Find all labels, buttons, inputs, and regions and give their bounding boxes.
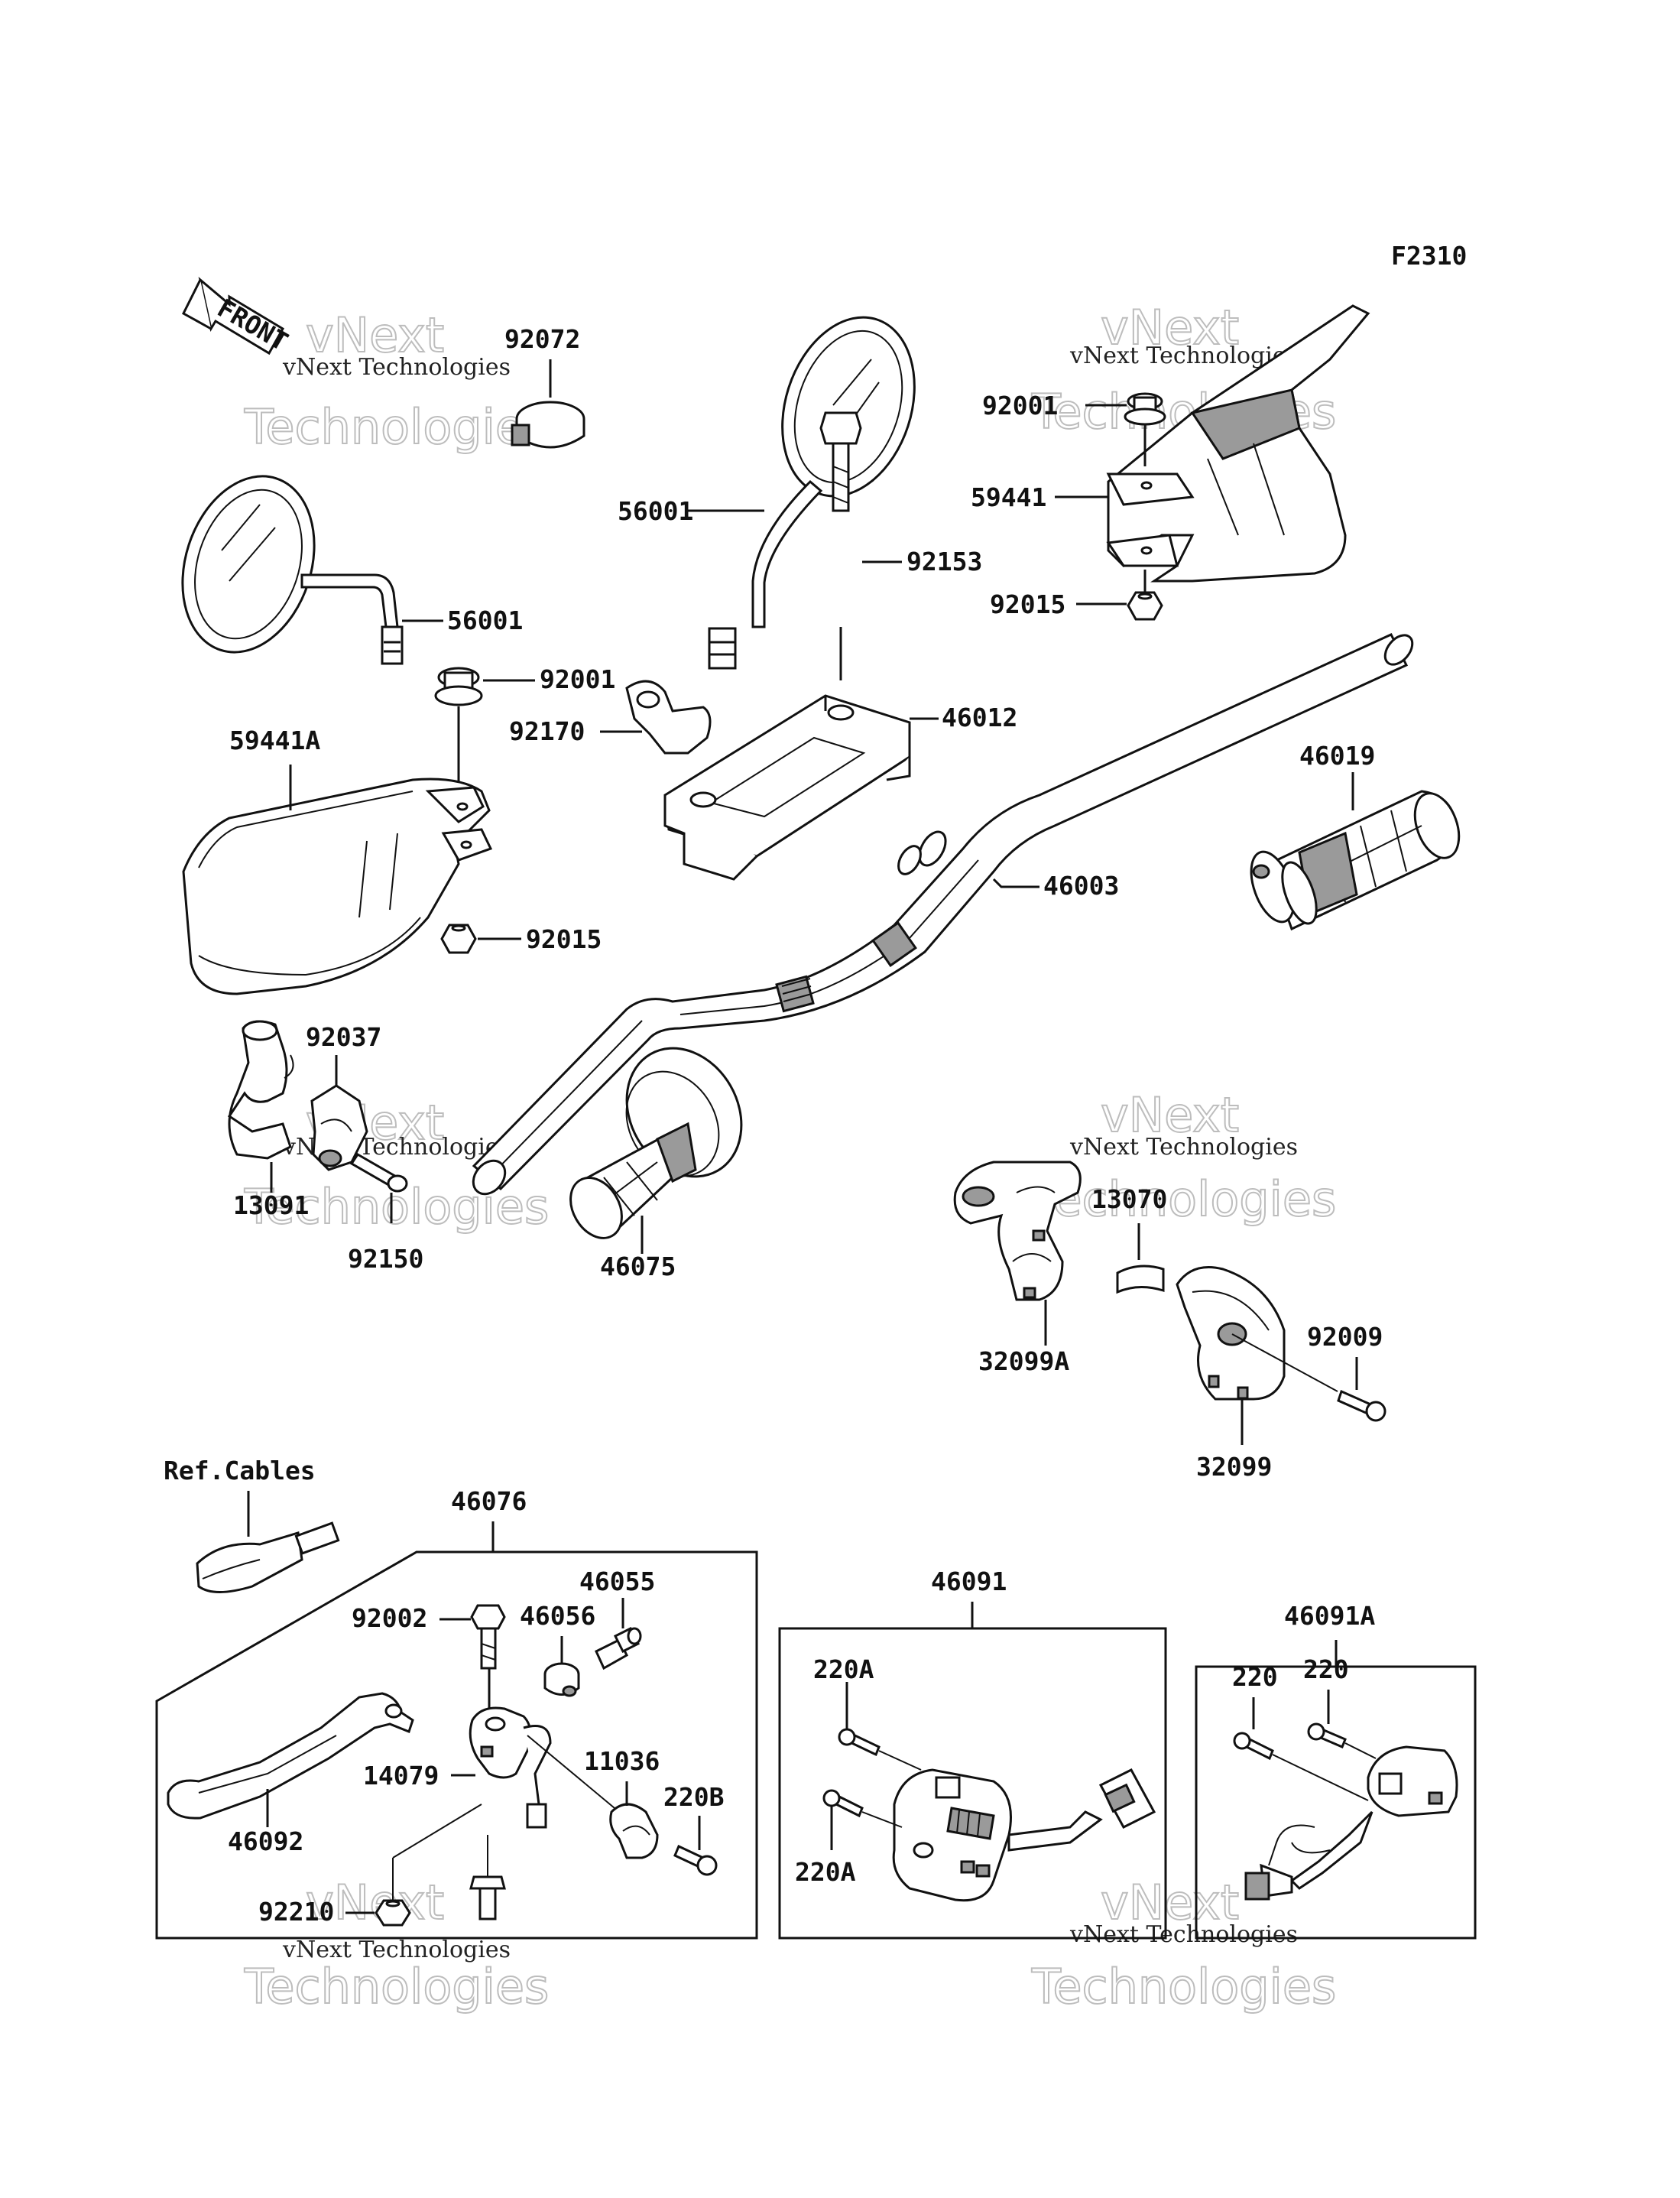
label-46075: 46075 [600,1252,676,1281]
label-92150: 92150 [348,1244,423,1274]
holder-13091: 13091 [227,1020,309,1220]
watermark-vnext: vNext [1101,1875,1239,1930]
watermark-vnext: vNext [1101,1087,1239,1143]
label-92170: 92170 [509,716,585,746]
lever-assembly-box-46076: 46076 [155,1486,758,1940]
bolt-92002: 92002 [352,1603,506,1709]
nut-92210: 92210 [258,1804,506,1927]
label-59441: 59441 [971,482,1046,512]
label-92153: 92153 [906,547,982,576]
front-arrow-icon: FRONT [182,277,294,357]
label-56001-left: 56001 [447,606,523,635]
bolt-92153: 92153 [819,411,982,680]
label-92015-right: 92015 [990,589,1065,619]
label-92072: 92072 [504,324,580,354]
front-arrow-text: FRONT [212,293,294,356]
label-92037: 92037 [306,1022,381,1052]
mirror-left-56001: 56001 [181,475,523,665]
mirror-center-56001: 56001 [618,316,916,670]
label-92015-left: 92015 [526,924,602,954]
label-46076: 46076 [451,1486,527,1516]
adjuster-46055: 46055 [579,1567,655,1670]
label-220A-bottom: 220A [795,1857,856,1887]
label-59441A: 59441A [229,726,320,755]
screw-220A-bottom: 220A [795,1789,903,1887]
watermark-small: vNext Technologies [282,354,511,381]
label-220-left: 220 [1232,1662,1278,1692]
handguard-right-59441: 59441 [971,304,1370,583]
label-46055: 46055 [579,1567,655,1596]
label-46091A: 46091A [1284,1601,1375,1631]
watermark-vnext: vNext [306,307,444,363]
switch-box-46091: 46091 [778,1567,1167,1940]
label-13091: 13091 [233,1190,309,1220]
grip-right-46019: 46019 [1250,741,1461,931]
nut-92015-left: 92015 [440,924,602,954]
watermark-vnext: vNext [306,1875,444,1930]
diagram-code: F2310 [1391,241,1467,271]
adjuster-46056: 46056 [520,1601,595,1697]
insert-13070: 13070 [1091,1184,1167,1294]
bolt-92001-left: 92001 [434,664,615,787]
switch-housing-46091 [892,1768,1156,1902]
grip-left-46075: 46075 [569,1047,743,1281]
label-46012: 46012 [942,703,1017,732]
watermark-vnext: vNext [1101,300,1239,356]
label-56001-center: 56001 [618,496,693,526]
holder-46012: 46012 [663,694,1017,881]
watermark-technologies: Technologies [244,1959,549,2015]
clamp-92072: 92072 [504,324,585,449]
label-92002: 92002 [352,1603,427,1633]
watermark-technologies: Technologies [1031,1171,1336,1227]
label-92001-left: 92001 [540,664,615,694]
label-220A-top: 220A [813,1654,874,1684]
clamp-92170: 92170 [509,680,712,755]
watermark-technologies: Technologies [1031,1959,1336,2015]
screw-220-right: 220 [1303,1654,1377,1759]
housing-32099: 32099 [1176,1266,1286,1482]
label-13070: 13070 [1091,1184,1167,1214]
screw-92009: 92009 [1231,1322,1386,1422]
handlebar-46003: 46003 [472,633,1414,1196]
label-220-right: 220 [1303,1654,1349,1684]
label-ref-cables: Ref.Cables [164,1456,316,1485]
watermark-small: vNext Technologies [282,1937,511,1963]
label-11036: 11036 [584,1746,660,1776]
lever-holder-14079: 14079 [363,1706,552,1829]
label-32099A: 32099A [978,1346,1069,1376]
label-46056: 46056 [520,1601,595,1631]
label-92009: 92009 [1307,1322,1383,1352]
lever-46092: 46092 [167,1692,414,1856]
label-46092: 46092 [228,1826,303,1856]
watermark-small: vNext Technologies [1069,1921,1298,1948]
bolt-92150: 92150 [348,1152,423,1274]
watermark-technologies: Technologies [244,399,549,455]
label-46019: 46019 [1299,741,1375,771]
watermark-small: vNext Technologies [1069,1134,1298,1161]
label-46091: 46091 [931,1567,1007,1596]
screw-220B: 220B [663,1782,724,1876]
screw-220A-top: 220A [813,1654,922,1771]
label-220B: 220B [663,1782,724,1812]
label-14079: 14079 [363,1761,439,1791]
cable-end-ref: Ref.Cables [164,1456,340,1593]
switch-housing-46091A [1244,1745,1458,1901]
handguard-left-59441A: 59441A [182,726,493,995]
screw-220-left: 220 [1232,1662,1369,1801]
nut-92015-right: 92015 [990,570,1163,621]
label-32099: 32099 [1196,1452,1272,1482]
label-46003: 46003 [1043,871,1119,901]
watermark-small: vNext Technologies [1069,343,1298,369]
bolt-92001-right: 92001 [982,391,1166,466]
clamp-92037: 92037 [306,1022,381,1171]
housing-32099A: 32099A [953,1161,1082,1376]
label-92001-right: 92001 [982,391,1058,420]
label-92210: 92210 [258,1897,334,1927]
clamp-11036: 11036 [527,1735,660,1859]
switch-box-46091A: 46091A [1195,1601,1477,1940]
